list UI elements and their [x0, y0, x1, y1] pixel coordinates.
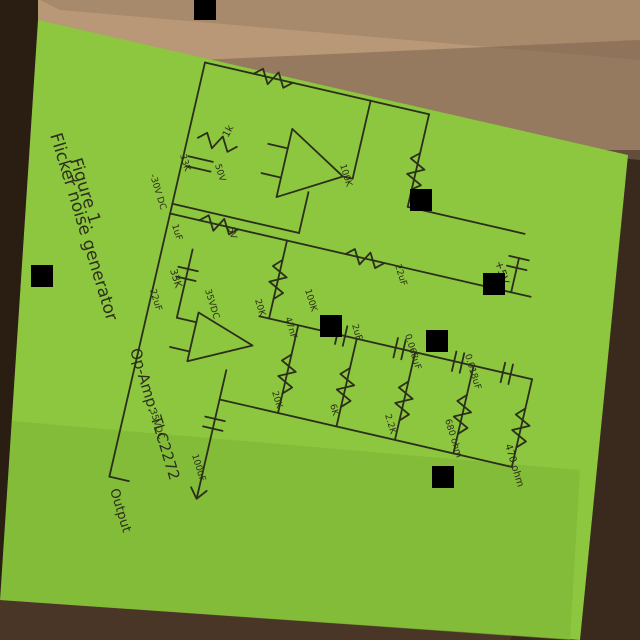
marker-square — [432, 466, 454, 488]
wood-corner-top-left — [0, 0, 38, 20]
wood-grain-band — [40, 0, 640, 60]
marker-square — [31, 265, 53, 287]
wood-shadow-band — [200, 40, 640, 160]
paper-left-strip — [0, 20, 38, 600]
marker-square — [320, 315, 342, 337]
label-1k: 1k — [221, 123, 237, 139]
label-6k: 6K — [327, 403, 340, 418]
marker-square — [410, 189, 432, 211]
marker-square — [194, 0, 216, 20]
label-2uf: 2uF — [349, 323, 363, 342]
label-5v: 5V — [225, 226, 238, 241]
label-1uf: 1uF — [169, 223, 183, 242]
marker-square — [426, 330, 448, 352]
marker-square — [483, 273, 505, 295]
